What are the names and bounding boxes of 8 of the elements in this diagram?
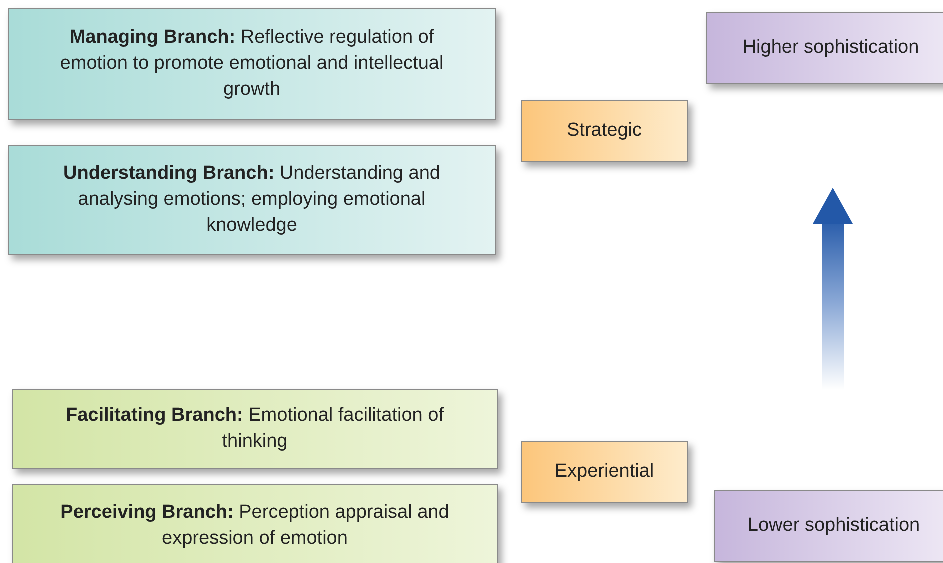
category-box: Experiential (521, 441, 688, 503)
branch-box: Perceiving Branch: Perception appraisal and expression of emotion (12, 484, 498, 563)
category-box: Strategic (521, 100, 688, 162)
level-box: Higher sophistication (706, 12, 943, 84)
branch-box: Understanding Branch: Understanding and analysing emotions; employing emotional knowledge (8, 145, 496, 255)
level-box: Lower sophistication (714, 490, 943, 562)
branch-box: Managing Branch: Reflective regulation of emotion to promote emotional and intellectual growth (8, 8, 496, 120)
branch-box: Facilitating Branch: Emotional facilitation of thinking (12, 389, 498, 469)
